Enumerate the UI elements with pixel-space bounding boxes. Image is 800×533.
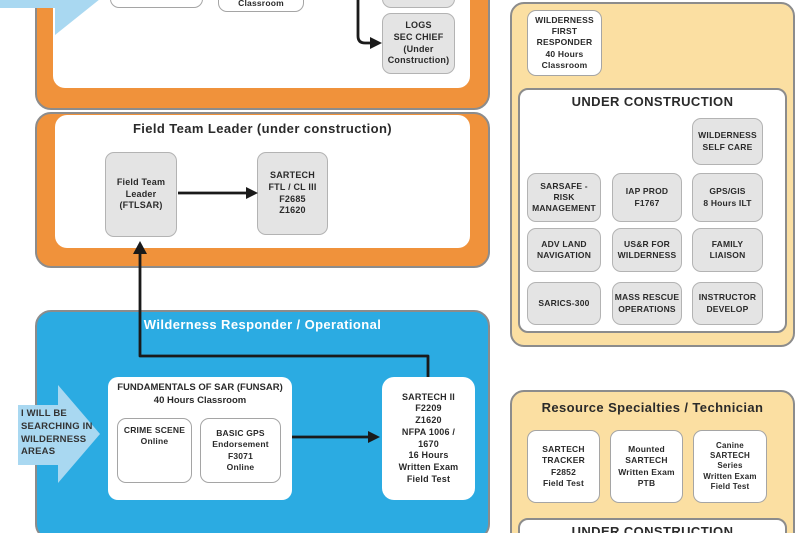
uc-box-sarics-300: SARICS-300 [527, 282, 601, 325]
uc-box-mass-rescue-operations: MASS RESCUE OPERATIONS [612, 282, 682, 325]
uc-box-usr-for-wilderness: US&R FOR WILDERNESS [612, 228, 682, 272]
sartech-tracker-box: SARTECH TRACKER F2852 Field Test [527, 430, 600, 503]
canine-sartech-box: Canine SARTECH Series Written Exam Field… [693, 430, 767, 503]
resource-specialties-title: Resource Specialties / Technician [541, 400, 764, 415]
uc-box-adv-land-navigation: ADV LAND NAVIGATION [527, 228, 601, 272]
mounted-sartech-box: Mounted SARTECH Written Exam PTB [610, 430, 683, 503]
uc-box-instructor-develop: INSTRUCTOR DEVELOP [692, 282, 763, 325]
funsar-title: FUNDAMENTALS OF SAR (FUNSAR) 40 Hours Cl… [117, 382, 283, 406]
bottom-under-construction-sheet [518, 518, 787, 533]
uc-box-family-liaison: FAMILY LIAISON [692, 228, 763, 272]
cutoff-empty-box [110, 0, 203, 8]
uc-box-sarsafe-risk-management: SARSAFE - RISK MANAGEMENT [527, 173, 601, 222]
cutoff-gray-box [382, 0, 455, 8]
uc-box-iap-prod: IAP PROD F1767 [612, 173, 682, 222]
uc-box-wilderness-self-care: WILDERNESS SELF CARE [692, 118, 763, 165]
basic-gps-box: BASIC GPS Endorsement F3071 Online [200, 418, 281, 483]
sartech-ii-box: SARTECH II F2209 Z1620 NFPA 1006 / 1670 … [382, 377, 475, 500]
bottom-under-construction-title: UNDER CONSTRUCTION [571, 524, 734, 533]
entry-arrow-label: I WILL BE SEARCHING IN WILDERNESS AREAS [21, 408, 93, 458]
logs-sec-chief-box: LOGS SEC CHIEF (Under Construction) [382, 13, 455, 74]
under-construction-title: UNDER CONSTRUCTION [571, 94, 734, 109]
field-team-leader-title: Field Team Leader (under construction) [132, 121, 393, 136]
wilderness-responder-title: Wilderness Responder / Operational [143, 317, 382, 332]
crime-scene-box: CRIME SCENE Online [117, 418, 192, 483]
sartech-ftl-box: SARTECH FTL / CL III F2685 Z1620 [257, 152, 328, 235]
wfr-box: WILDERNESS FIRST RESPONDER 40 Hours Clas… [527, 10, 602, 76]
uc-box-gps-gis: GPS/GIS 8 Hours ILT [692, 173, 763, 222]
ftlsar-box: Field Team Leader (FTLSAR) [105, 152, 177, 237]
classroom-box: Classroom [218, 0, 304, 12]
